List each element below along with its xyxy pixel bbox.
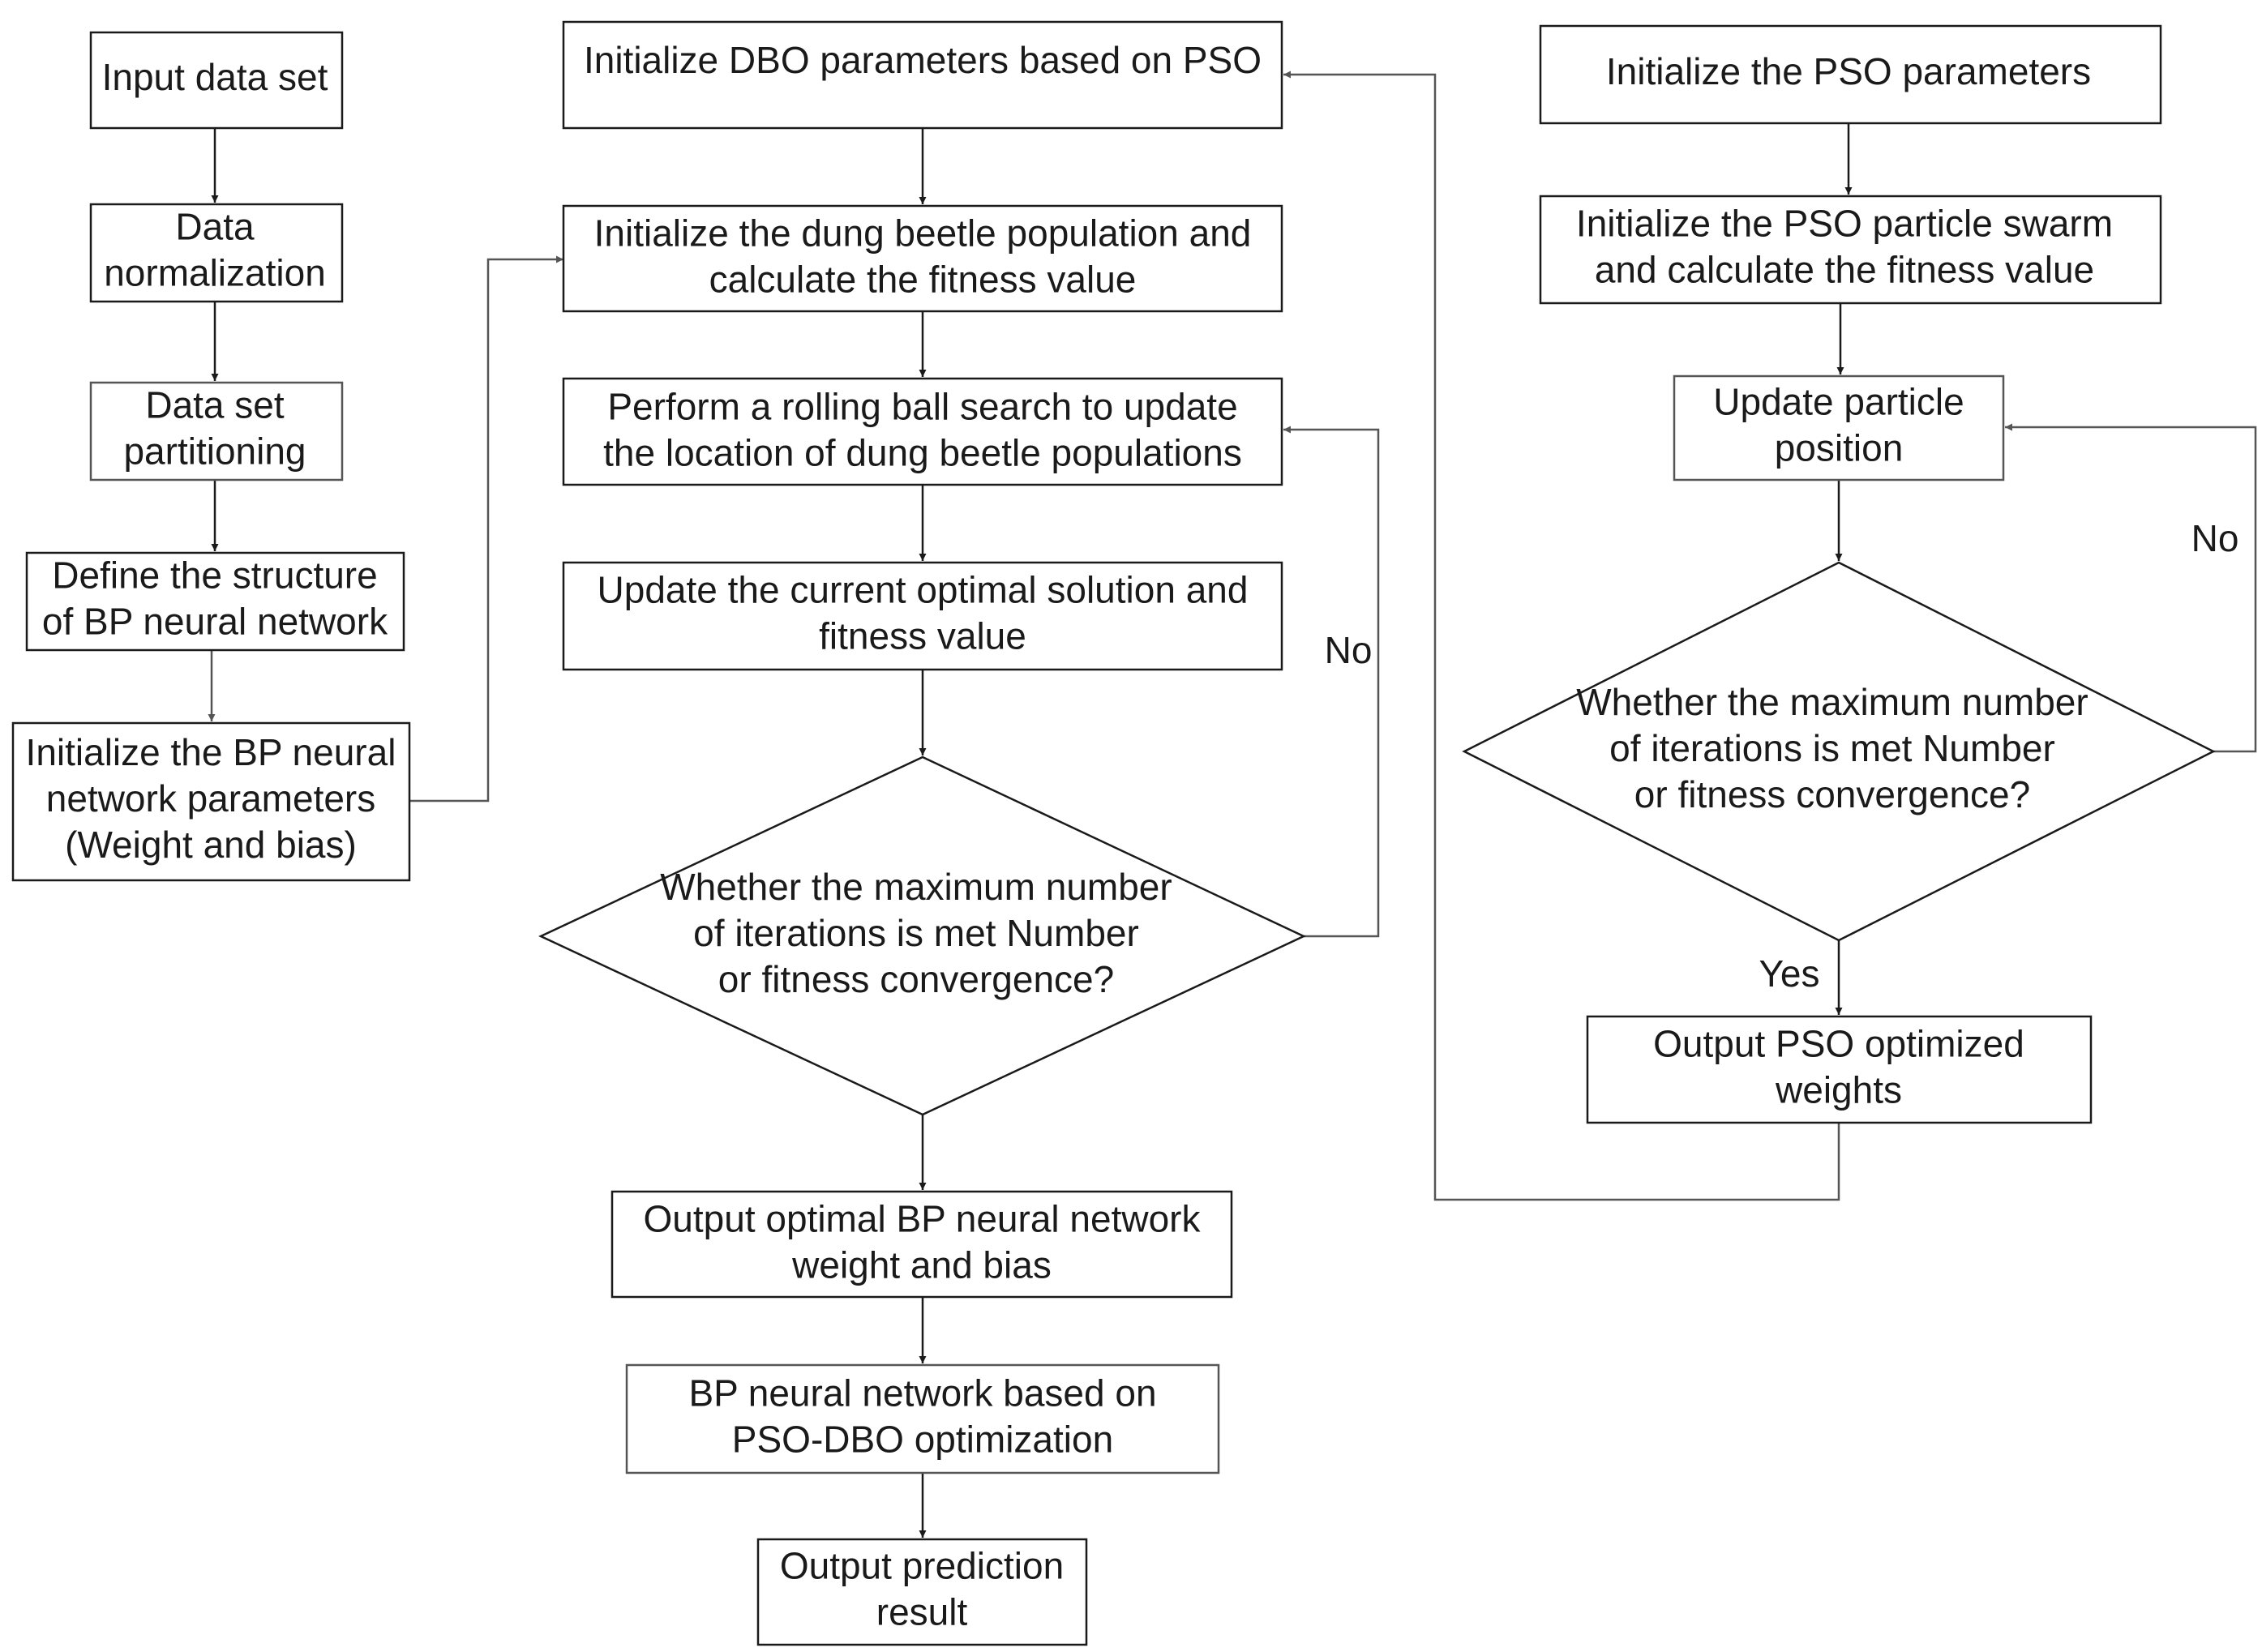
update-optimal-solution-box	[562, 561, 1283, 671]
node-label-line: weights	[1775, 1069, 1902, 1111]
node-shapes	[11, 20, 2216, 1646]
node-label-line: BP neural network based on	[688, 1372, 1156, 1414]
partitioning-box	[89, 381, 344, 481]
update-particle-position-box	[1673, 374, 2005, 481]
define-bp-structure-box	[25, 551, 405, 652]
dbo-no-label: No	[1325, 629, 1373, 671]
output-prediction-box	[756, 1538, 1088, 1646]
node-label-line: Initialize the PSO parameters	[1606, 50, 2091, 92]
pso-no-label: No	[2191, 517, 2239, 559]
normalization-box	[89, 203, 344, 303]
edge-pso-output-to-init-dbo	[1283, 71, 1840, 1201]
node-label-line: Update particle	[1713, 381, 1964, 423]
node-label-line: Output optimal BP neural network	[644, 1198, 1202, 1240]
init-dbo-params-text: Initialize DBO parameters based on PSO	[584, 39, 1262, 81]
node-label-line: Output PSO optimized	[1653, 1023, 2024, 1065]
init-pso-params-text: Initialize the PSO parameters	[1606, 50, 2091, 92]
init-dbo-params-box	[562, 20, 1283, 130]
node-label-line: Initialize the BP neural	[26, 731, 396, 773]
pso-convergence-decision	[1462, 561, 2216, 942]
bp-psodbo-text: BP neural network based on PSO-DBO optimi…	[688, 1372, 1156, 1461]
node-label-line: Update the current optimal solution and	[598, 569, 1249, 611]
node-label-line: fitness value	[819, 615, 1026, 657]
init-beetle-population-text: Initialize the dung beetle population an…	[594, 212, 1252, 301]
bp-psodbo-box	[625, 1363, 1220, 1474]
node-label-line: of iterations is met Number	[693, 912, 1139, 954]
node-label-line: Data	[175, 206, 255, 248]
node-label-line: Whether the maximum number	[1576, 681, 2088, 723]
node-label-line: or fitness convergence?	[718, 958, 1114, 1000]
node-label-line: of iterations is met Number	[1609, 727, 2055, 769]
node-label-line: network parameters	[46, 777, 376, 820]
rolling-ball-search-box	[562, 377, 1283, 486]
dbo-convergence-decision	[538, 755, 1306, 1116]
node-label-line: weight and bias	[791, 1244, 1052, 1286]
node-label-line: PSO-DBO optimization	[732, 1419, 1113, 1461]
node-label-line: normalization	[104, 252, 326, 294]
node-label-line: (Weight and bias)	[65, 824, 357, 866]
node-label-line: result	[876, 1591, 968, 1633]
node-label-line: Data set	[145, 384, 285, 426]
init-beetle-population-box	[562, 204, 1283, 313]
init-bp-params-box	[11, 721, 411, 882]
node-label-line: Output prediction	[780, 1545, 1064, 1587]
node-label-line: position	[1775, 427, 1904, 469]
node-label-line: or fitness convergence?	[1634, 773, 2030, 815]
edge-init-bp-to-dbo-population	[409, 255, 563, 802]
output-pso-weights-box	[1586, 1015, 2093, 1124]
edge-dbo-check-no-loop	[1283, 426, 1380, 938]
init-pso-params-box	[1539, 24, 2162, 125]
node-label-line: the location of dung beetle populations	[603, 432, 1242, 474]
node-label-line: Initialize the dung beetle population an…	[594, 212, 1252, 255]
init-pso-swarm-box	[1539, 195, 2162, 305]
node-label-line: Perform a rolling ball search to update	[607, 386, 1237, 428]
node-label-line: Input data set	[102, 56, 328, 98]
edge-pso-check-no-loop	[2005, 423, 2257, 753]
node-label-line: Define the structure	[52, 554, 377, 597]
connectors	[208, 71, 2257, 1538]
node-label-line: partitioning	[123, 430, 306, 473]
node-label-line: and calculate the fitness value	[1595, 249, 2094, 291]
input-data-box	[89, 31, 344, 130]
pso-yes-label: Yes	[1759, 952, 1819, 995]
node-label-line: Initialize the PSO particle swarm	[1576, 203, 2113, 245]
input-data-text: Input data set	[102, 56, 328, 98]
node-label-line: Whether the maximum number	[660, 866, 1172, 908]
output-optimal-bp-box	[610, 1190, 1233, 1299]
node-label-line: calculate the fitness value	[709, 259, 1137, 301]
node-label-line: Initialize DBO parameters based on PSO	[584, 39, 1262, 81]
node-label-line: of BP neural network	[42, 601, 388, 643]
